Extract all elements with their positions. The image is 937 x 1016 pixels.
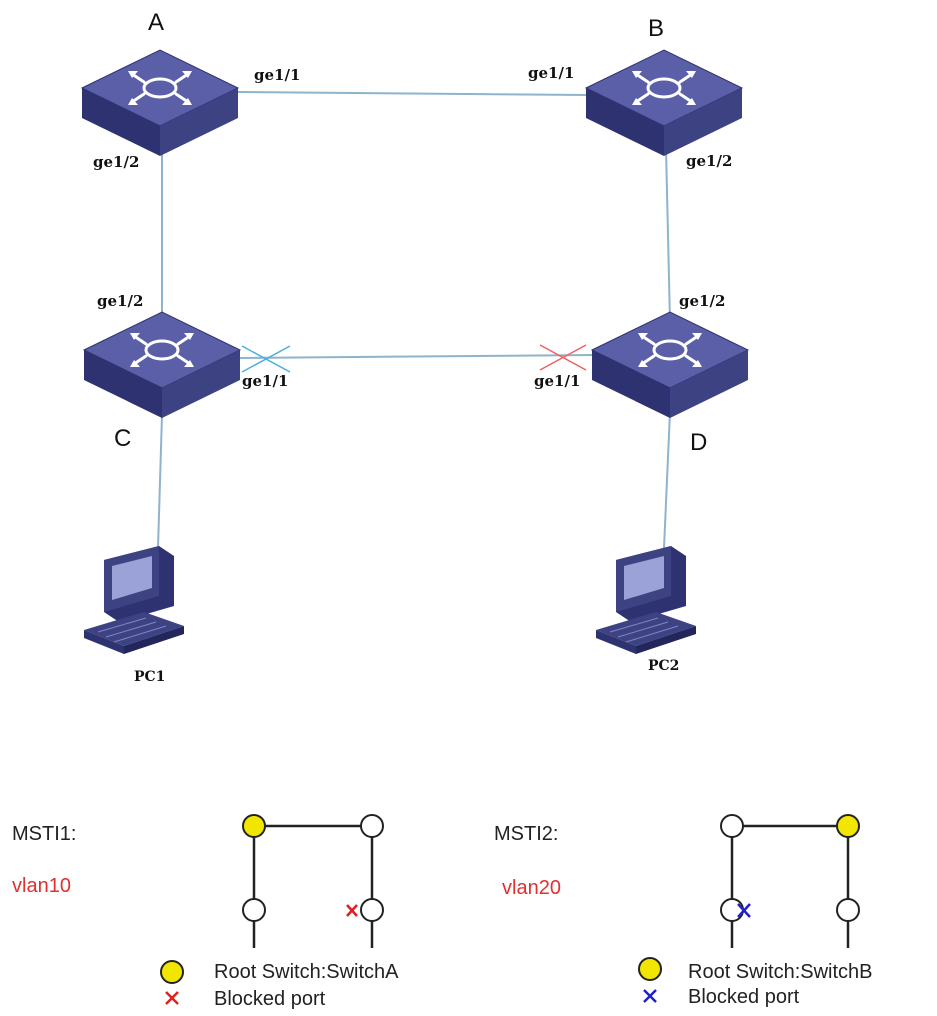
switch-d-icon	[590, 310, 750, 420]
blocked-mark-c-icon	[241, 345, 291, 373]
port-b-ge1-1: ge1/1	[528, 64, 574, 82]
msti1-node-d-icon	[360, 898, 384, 922]
switch-a-icon	[80, 48, 240, 158]
switch-b-icon	[584, 48, 744, 158]
msti1-tree	[242, 814, 384, 948]
link-c-d	[239, 354, 595, 359]
switch-c-label: C	[114, 425, 131, 452]
pc2-icon	[595, 545, 697, 655]
msti2-legend-blocked-text: Blocked port	[688, 986, 800, 1008]
port-c-ge1-1: ge1/1	[242, 372, 288, 390]
switch-c-icon	[82, 310, 242, 420]
msti1-node-c-icon	[242, 898, 266, 922]
link-c-pc1	[157, 414, 163, 549]
switch-b-label: B	[648, 15, 664, 42]
msti2-legend-root-icon	[638, 957, 662, 981]
msti2-title: MSTI2:	[494, 823, 558, 845]
msti2-root-node-icon	[836, 814, 860, 838]
msti2-vlan: vlan20	[502, 877, 561, 899]
msti1-title: MSTI1:	[12, 823, 76, 845]
msti2-node-a-icon	[720, 814, 744, 838]
blocked-mark-d-icon	[539, 344, 587, 371]
msti1-legend-root-text: Root Switch:SwitchA	[214, 961, 399, 983]
port-a-ge1-1: ge1/1	[254, 66, 300, 84]
pc1-label: PC1	[134, 669, 165, 685]
link-a-b	[237, 91, 589, 96]
msti2-node-d-icon	[836, 898, 860, 922]
msti1-vlan: vlan10	[12, 875, 71, 897]
port-b-ge1-2: ge1/2	[686, 152, 732, 170]
port-c-ge1-2: ge1/2	[97, 292, 143, 310]
link-b-d	[665, 147, 671, 323]
pc1-icon	[83, 545, 185, 655]
msti1-blocked-x-icon	[346, 904, 358, 917]
port-a-ge1-2: ge1/2	[93, 153, 139, 171]
msti2-blocked-x-icon	[737, 903, 751, 918]
msti1-legend-blocked-text: Blocked port	[214, 988, 326, 1010]
msti1-legend-root-icon	[160, 960, 184, 984]
pc2-label: PC2	[648, 658, 679, 674]
switch-d-label: D	[690, 429, 707, 456]
msti2-legend-blocked-icon	[643, 989, 657, 1003]
msti2-node-c-icon	[720, 898, 744, 922]
msti1-legend-blocked-icon	[165, 991, 179, 1005]
switch-a-label: A	[148, 9, 164, 36]
link-d-pc2	[663, 411, 671, 549]
port-d-ge1-1: ge1/1	[534, 372, 580, 390]
port-d-ge1-2: ge1/2	[679, 292, 725, 310]
msti2-tree	[720, 814, 860, 948]
msti1-node-b-icon	[360, 814, 384, 838]
msti1-root-node-icon	[242, 814, 266, 838]
msti2-legend-root-text: Root Switch:SwitchB	[688, 961, 873, 983]
